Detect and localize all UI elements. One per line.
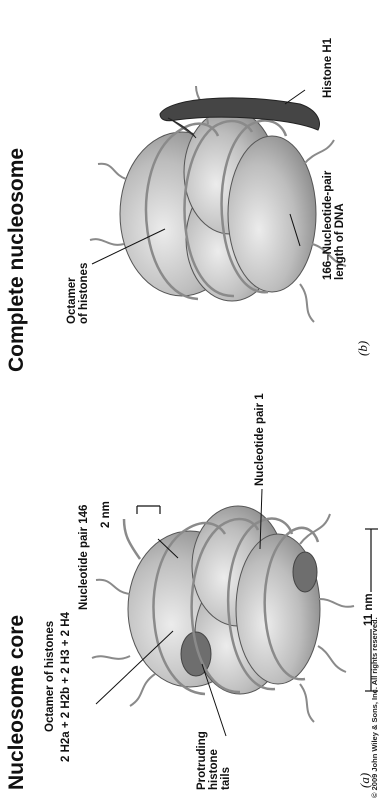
nucleotide-pair-146-label: Nucleotide pair 146 [78, 505, 90, 610]
nucleosome-core-title: Nucleosome core [6, 615, 28, 790]
octamer-label-left: Octamer of histones [44, 621, 56, 732]
complete-nucleosome-title: Complete nucleosome [6, 148, 28, 372]
nucleotide-pair-1-label: Nucleotide pair 1 [254, 393, 266, 486]
scale-2nm-bracket [137, 506, 160, 514]
right-octamer-core [120, 110, 316, 301]
dna-end-146 [124, 519, 140, 559]
octamer-formula: 2 H2a + 2 H2b + 2 H3 + 2 H4 [60, 612, 72, 762]
complete-nucleosome-illustration [90, 86, 346, 322]
histone-h1-label: Histone H1 [322, 38, 334, 98]
copyright-notice: © 2009 John Wiley & Sons, Inc. All right… [371, 617, 379, 798]
octamer-label-right: Octamer of histones [66, 263, 90, 324]
dna-length-label: 166–Nucleotide-pair length of DNA [322, 171, 346, 280]
protruding-tails-label: Protruding histone tails [196, 731, 232, 790]
nucleosome-core-illustration [92, 506, 354, 722]
scale-2nm-label: 2 nm [100, 501, 112, 528]
panel-letter-b: (b) [356, 341, 370, 356]
